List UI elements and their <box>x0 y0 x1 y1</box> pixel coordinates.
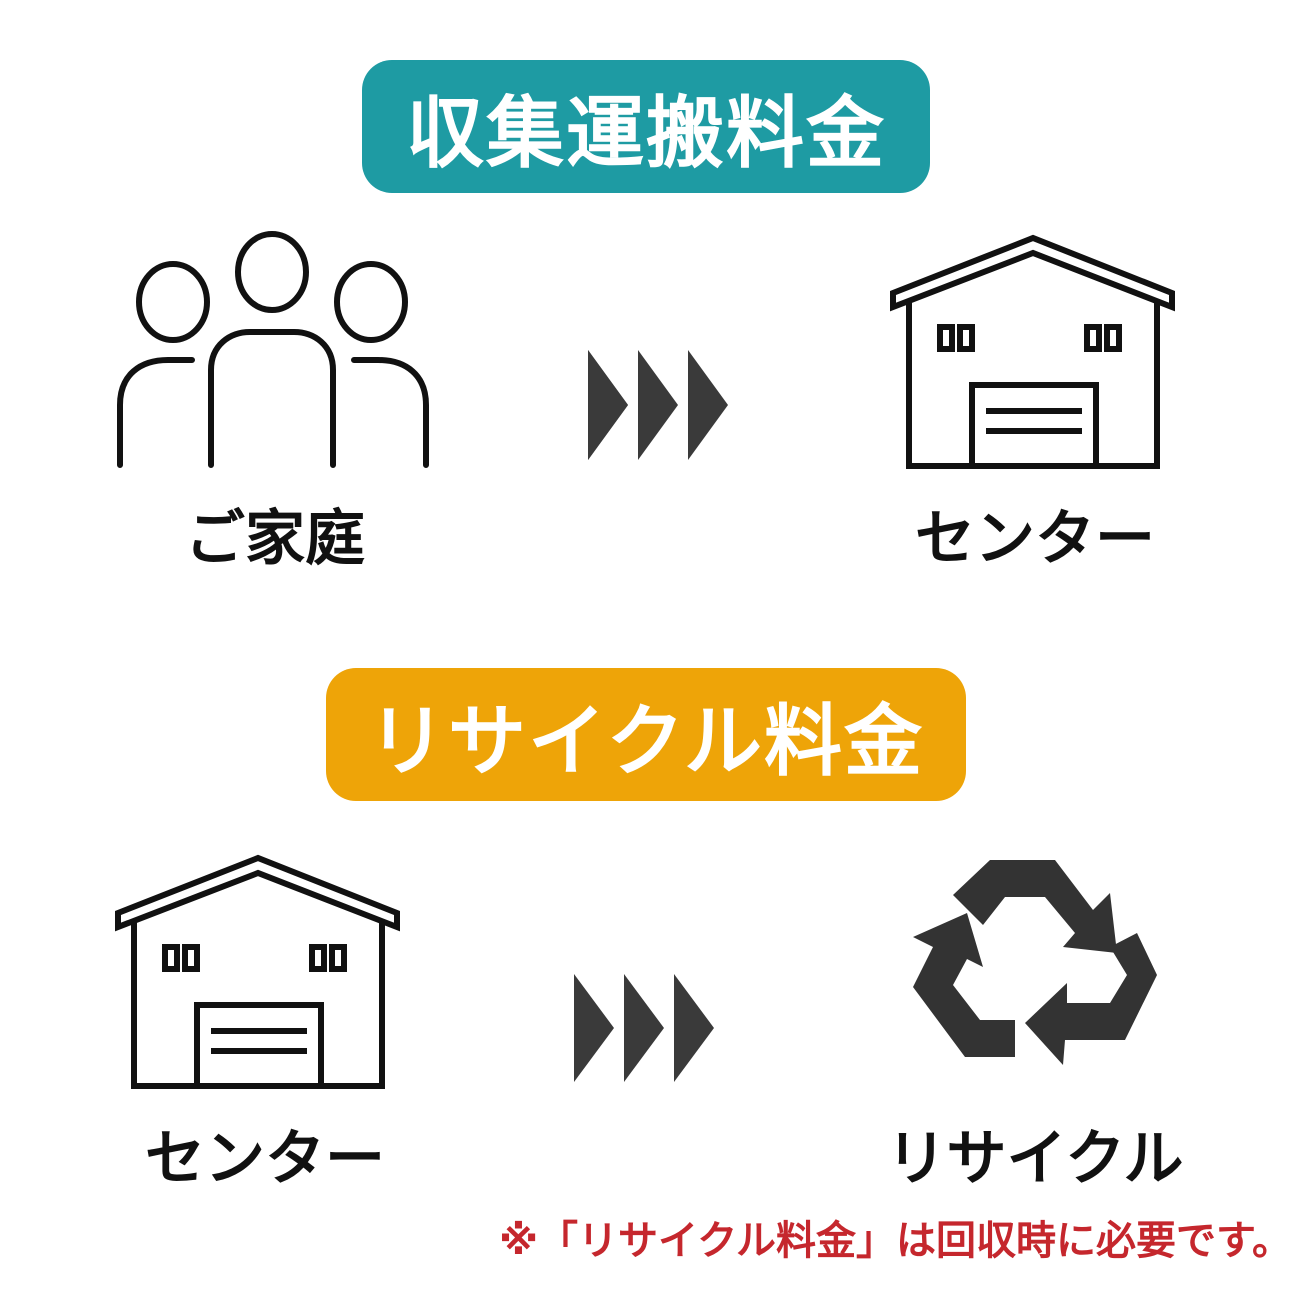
to-label-recycle: リサイクル <box>886 1124 1184 1194</box>
recycle-fee-note: ※「リサイクル料金」は回収時に必要です。 <box>499 1218 1292 1264</box>
triple-chevron-right-icon <box>574 974 714 1082</box>
recycle-icon <box>913 860 1157 1065</box>
from-label-home: ご家庭 <box>185 504 365 574</box>
transport-fee-badge: 収集運搬料金 <box>362 60 930 193</box>
people-icon <box>117 231 429 468</box>
triple-chevron-right-icon <box>588 350 728 460</box>
from-label-center: センター <box>145 1124 385 1194</box>
warehouse-icon <box>890 234 1175 469</box>
to-label-center: センター <box>915 504 1155 574</box>
warehouse-icon <box>115 854 400 1089</box>
recycle-fee-badge: リサイクル料金 <box>326 668 966 801</box>
